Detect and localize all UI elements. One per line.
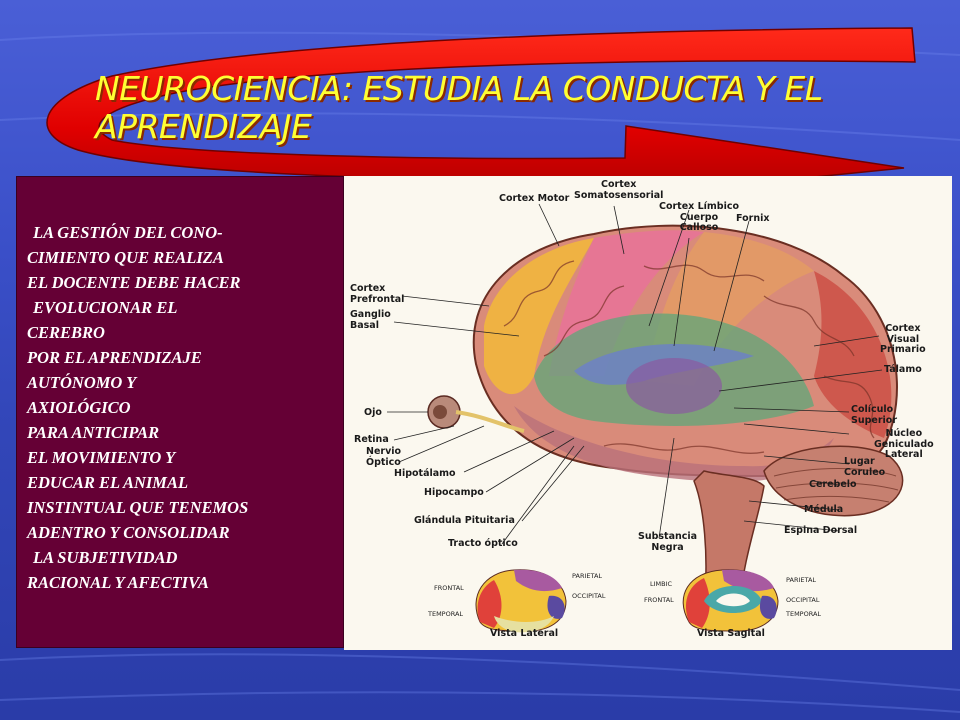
label-lugar-coruleo: Lugar Coruleo: [844, 456, 886, 478]
label-sagital-limbic: LIMBIC: [650, 580, 673, 588]
panel-line: INSTINTUAL QUE TENEMOS: [27, 498, 249, 517]
label-glandula-pituitaria: Glándula Pituitaria: [414, 515, 515, 526]
panel-line: LA SUBJETIVIDAD: [33, 548, 178, 567]
label-lateral-temporal: TEMPORAL: [428, 610, 464, 618]
vista-lateral-mini-brain: [475, 569, 567, 633]
label-cortex-limbico: Cortex Límbico Cuerpo Calloso: [659, 201, 740, 233]
label-fornix: Fornix: [736, 213, 770, 224]
brain-illustration: [387, 203, 904, 633]
label-substancia-negra: Substancia Negra: [638, 531, 698, 553]
panel-line: POR EL APRENDIZAJE: [27, 348, 202, 367]
panel-line: EDUCAR EL ANIMAL: [27, 473, 189, 492]
label-nucleo-geniculado: Núcleo Geniculado Lateral: [874, 428, 934, 460]
label-coliculo-superior: Colículo Superior: [851, 404, 898, 426]
label-cerebelo: Cerebelo: [809, 479, 857, 490]
label-talamo: Tálamo: [884, 364, 922, 375]
label-sagital-frontal: FRONTAL: [644, 596, 674, 604]
slide-title: NEUROCIENCIA: ESTUDIA LA CONDUCTA Y EL A…: [95, 70, 895, 146]
panel-line: RACIONAL Y AFECTIVA: [27, 573, 209, 592]
label-espina-dorsal: Espina Dorsal: [784, 525, 858, 536]
label-vista-lateral: Vista Lateral: [490, 628, 559, 639]
label-cortex-somatosensorial: Cortex Somatosensorial: [574, 179, 664, 201]
label-cortex-prefrontal: Cortex Prefrontal: [350, 283, 405, 305]
label-hipocampo: Hipocampo: [424, 487, 484, 498]
label-tracto-optico: Tracto óptico: [448, 538, 518, 549]
panel-line: EL MOVIMIENTO Y: [27, 448, 176, 467]
text-panel: LA GESTIÓN DEL CONO- CIMIENTO QUE REALIZ…: [16, 176, 344, 648]
label-sagital-parietal: PARIETAL: [786, 576, 817, 584]
label-medula: Médula: [804, 504, 844, 515]
panel-line: PARA ANTICIPAR: [27, 423, 160, 442]
label-lateral-parietal: PARIETAL: [572, 572, 603, 580]
panel-line: CIMIENTO QUE REALIZA: [27, 248, 224, 267]
panel-line: EVOLUCIONAR EL: [33, 298, 178, 317]
panel-line: ADENTRO Y CONSOLIDAR: [27, 523, 230, 542]
panel-line: AXIOLÓGICO: [27, 398, 131, 417]
label-cortex-motor: Cortex Motor: [499, 193, 570, 204]
label-lateral-frontal: FRONTAL: [434, 584, 464, 592]
vista-sagital-mini-brain: [682, 569, 779, 632]
label-vista-sagital: Vista Sagital: [697, 628, 765, 639]
label-hipotalamo: Hipotálamo: [394, 468, 456, 479]
label-cortex-visual-primario: Cortex Visual Primario: [880, 323, 926, 355]
panel-line: LA GESTIÓN DEL CONO-: [33, 223, 223, 242]
label-ojo: Ojo: [364, 407, 382, 418]
label-retina: Retina: [354, 434, 389, 445]
slide-title-line-1: NEUROCIENCIA: ESTUDIA LA CONDUCTA Y EL: [95, 69, 823, 108]
slide-title-line-2: APRENDIZAJE: [95, 107, 312, 146]
brain-diagram: Cortex Motor Cortex Somatosensorial Cort…: [344, 176, 952, 650]
label-nervio-optico: Nervio Óptico: [366, 446, 402, 468]
label-lateral-occipital: OCCIPITAL: [572, 592, 606, 600]
label-sagital-occipital: OCCIPITAL: [786, 596, 820, 604]
label-sagital-temporal: TEMPORAL: [786, 610, 822, 618]
panel-line: EL DOCENTE DEBE HACER: [27, 273, 241, 292]
label-ganglio-basal: Ganglio Basal: [350, 309, 391, 331]
panel-line: CEREBRO: [27, 323, 105, 342]
panel-line: AUTÓNOMO Y: [27, 373, 137, 392]
